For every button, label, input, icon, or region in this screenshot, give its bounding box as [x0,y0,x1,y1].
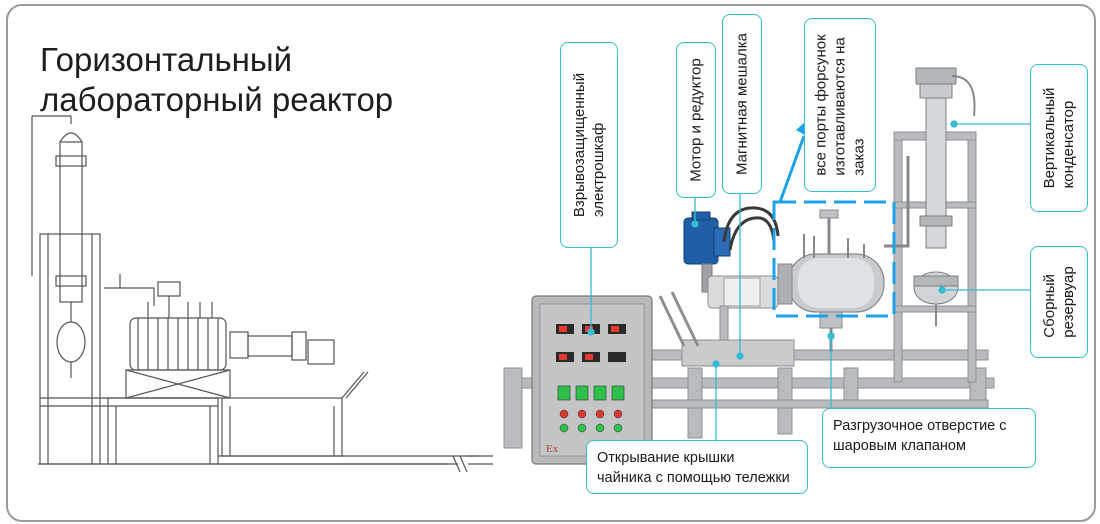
condenser-leader-dot [950,120,958,128]
label-motor: Мотор и редуктор [676,42,716,198]
label-receiver: Сборный резервуар [1030,246,1088,358]
ex-mark: Ex [546,443,559,455]
explosion-proof-cabinet [531,295,653,465]
label-condenser-text: Вертикальный конденсатор [1041,87,1077,189]
ports-highlight-box [772,200,896,318]
label-condenser: Вертикальный конденсатор [1030,64,1088,212]
label-discharge: Разгрузочное отверстие с шаровым клапано… [822,408,1036,468]
lid-leader-dot [712,360,720,368]
ports-arrow [778,135,806,203]
label-lid: Открывание крышки чайника с помощью теле… [586,440,808,494]
motor-reducer [683,206,780,293]
stirrer-leader-dot [736,352,744,360]
page-title: Горизонтальный лабораторный реактор [40,40,393,120]
label-cabinet: Взрывозащищенный электрошкаф [560,42,618,248]
label-stirrer-text: Магнитная мешалка [733,33,751,175]
diagram-frame: Горизонтальный лабораторный реактор [6,4,1096,522]
label-ports-text: все порты форсунок изготавливаются на за… [812,34,868,176]
receiver-leader-dot [938,286,946,294]
discharge-leader-dot [827,332,835,340]
title-line-2: лабораторный реактор [40,81,394,118]
motor-leader-dot [691,220,699,228]
label-receiver-text: Сборный резервуар [1041,266,1077,338]
cabinet-leader-dot [587,328,595,336]
vertical-condenser [915,67,976,249]
magnetic-stirrer [707,275,779,341]
reactor-illustration: Ex [503,67,1032,465]
label-cabinet-text: Взрывозащищенный электрошкаф [571,72,607,218]
label-ports: все порты форсунок изготавливаются на за… [804,18,876,192]
reactor-line-drawing [31,115,493,473]
label-motor-text: Мотор и редуктор [687,58,705,182]
title-line-1: Горизонтальный [40,41,293,78]
collection-receiver [913,271,959,326]
label-stirrer: Магнитная мешалка [722,14,762,194]
